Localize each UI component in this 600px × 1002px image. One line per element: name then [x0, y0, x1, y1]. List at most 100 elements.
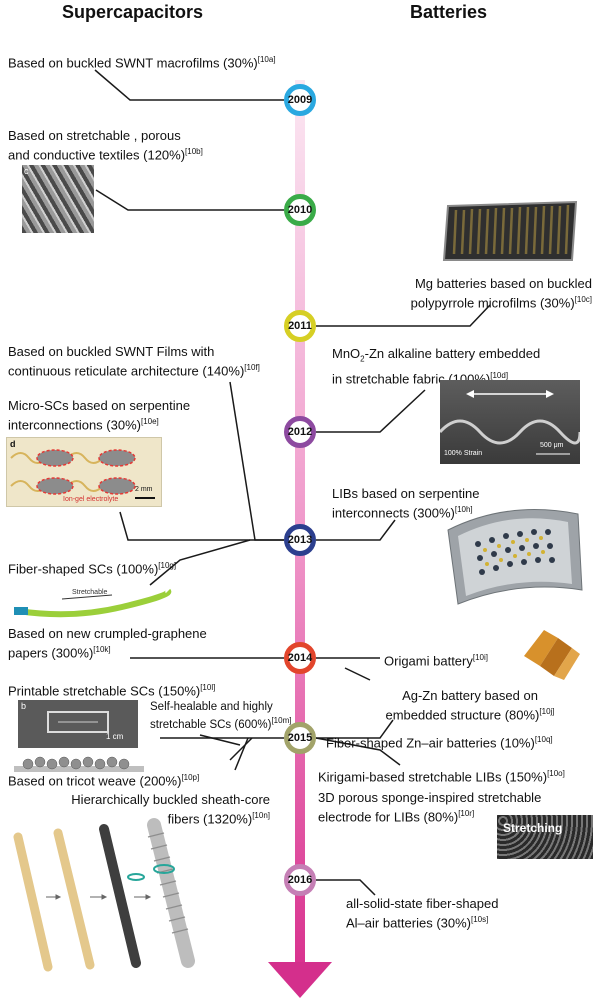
year-2011: 2011 — [284, 310, 316, 342]
entry-kirigami-libs: Kirigami-based stretchable LIBs (150%)[1… — [318, 766, 565, 785]
stretching-label: Stretching — [503, 821, 563, 835]
entry-fiber-shaped-scs: Fiber-shaped SCs (100%)[10g] — [8, 558, 176, 577]
entry-subscript: 2 — [360, 354, 365, 364]
micro-scs-image: d 2 mm Ion-gel electrolyte — [6, 437, 162, 507]
entry-ref: [10f] — [244, 363, 260, 372]
entry-ref: [10o] — [547, 769, 565, 778]
entry-hierarchically-buckled-fibers: Hierarchically buckled sheath-core fibers… — [71, 792, 270, 827]
timeline-axis — [295, 80, 305, 964]
year-2010: 2010 — [284, 194, 316, 226]
entry-text: fibers (1320%) — [167, 811, 253, 827]
entry-text: LIBs based on serpentine — [332, 486, 480, 501]
entry-ref: [10q] — [534, 735, 553, 744]
entry-buckled-swnt-macrofilms: Based on buckled SWNT macrofilms (30%)[1… — [8, 52, 276, 71]
batteries-header: Batteries — [410, 2, 488, 22]
connector-2009 — [94, 69, 284, 101]
panel-label: b — [21, 701, 27, 711]
entry-text: Al–air batteries (30%) — [346, 915, 471, 931]
entry-ref: [10e] — [140, 417, 159, 426]
year-2014: 2014 — [284, 642, 316, 674]
year-label: 2009 — [287, 94, 313, 106]
panel-label: c — [24, 166, 29, 176]
fiber-sc-image: Stretchable — [14, 588, 172, 618]
entry-ref: [10r] — [458, 809, 475, 818]
sheath-core-fibers-image — [13, 818, 195, 972]
entry-libs-serpentine: LIBs based on serpentine interconnects (3… — [332, 486, 479, 521]
sponge-image: Stretching — [497, 815, 593, 859]
entry-tricot-weave: Based on tricot weave (200%)[10p] — [8, 770, 199, 789]
entry-text: Kirigami-based stretchable LIBs (150%) — [318, 769, 548, 785]
connector-2014-right-b — [344, 667, 371, 681]
entry-micro-scs: Micro-SCs based on serpentine interconnec… — [8, 398, 190, 433]
scale-label: 1 cm — [106, 732, 124, 741]
entry-text: stretchable SCs (600%) — [150, 718, 272, 731]
entry-text: and conductive textiles (120%) — [8, 147, 186, 163]
connector-2012 — [316, 389, 426, 433]
connector-2015-b — [199, 734, 241, 746]
timeline-arrowhead — [268, 962, 332, 998]
entry-text: 3D porous sponge-inspired stretchable — [318, 790, 542, 805]
entry-text: continuous reticulate architecture (140%… — [8, 363, 245, 379]
entry-text: interconnects (300%) — [332, 505, 455, 521]
entry-text: Hierarchically buckled sheath-core — [71, 792, 270, 807]
entry-ref: [10i] — [472, 653, 488, 662]
entry-text: Based on new crumpled-graphene — [8, 626, 207, 641]
entry-text: Based on stretchable , porous — [8, 128, 181, 143]
serpentine-lib-image — [447, 509, 583, 605]
entry-ref: [10s] — [471, 915, 489, 924]
year-label: 2010 — [287, 204, 313, 216]
entry-ref: [10d] — [490, 370, 509, 380]
entry-text: Ag-Zn battery based on — [402, 688, 538, 703]
year-label: 2013 — [287, 534, 313, 546]
year-label: 2011 — [288, 320, 312, 332]
entry-origami-battery: Origami battery[10i] — [384, 650, 488, 669]
year-2016: 2016 — [284, 864, 316, 896]
entry-ref: [10l] — [200, 683, 216, 692]
entry-ref: [10b] — [185, 147, 203, 156]
entry-text: polypyrrole microfilms (30%) — [410, 295, 575, 311]
entry-ref: [10g] — [158, 561, 177, 570]
entry-text: embedded structure (80%) — [385, 707, 540, 723]
entry-text: Origami battery — [384, 653, 473, 669]
connector-2010 — [95, 189, 284, 211]
entry-ref: [10k] — [93, 645, 111, 654]
connector-2015-right-a — [316, 719, 394, 739]
entry-text: Micro-SCs based on serpentine — [8, 398, 191, 413]
connector-2015-c — [229, 737, 253, 761]
entry-text: Based on tricot weave (200%) — [8, 773, 182, 789]
entry-ag-zn-battery: Ag-Zn battery based on embedded structure… — [370, 688, 570, 723]
supercapacitors-header: Supercapacitors — [62, 2, 204, 22]
connector-2015-d — [234, 737, 249, 771]
year-label: 2014 — [287, 652, 313, 664]
entry-text: Fiber-shaped Zn–air batteries (10%) — [326, 735, 535, 751]
year-2012: 2012 — [284, 416, 316, 448]
entry-text: papers (300%) — [8, 645, 94, 661]
scale-label: 2 mm — [135, 486, 153, 493]
connector-2016 — [316, 879, 376, 896]
printable-sc-image: b 1 cm — [18, 700, 138, 748]
connector-2011 — [316, 304, 491, 327]
entry-text: Mg batteries based on buckled — [414, 276, 592, 291]
year-label: 2012 — [287, 426, 313, 438]
entry-ref: [10a] — [257, 55, 276, 64]
entry-fiber-zn-air: Fiber-shaped Zn–air batteries (10%)[10q] — [326, 732, 553, 751]
entry-ref: [10p] — [181, 773, 200, 782]
strain-label: 100% Strain — [444, 450, 483, 457]
mg-battery-image — [442, 200, 578, 261]
scale-label: 500 μm — [540, 442, 564, 449]
entry-ref: [10j] — [539, 707, 555, 716]
entry-text: interconnections (30%) — [8, 417, 141, 433]
entry-crumpled-graphene: Based on new crumpled-graphene papers (30… — [8, 626, 207, 661]
entry-text: Based on buckled SWNT macrofilms (30%) — [8, 55, 258, 71]
entry-text: Printable stretchable SCs (150%) — [8, 683, 201, 699]
year-2015: 2015 — [284, 722, 316, 754]
fiber-caption: Stretchable — [72, 589, 108, 596]
entry-text: all-solid-state fiber-shaped — [346, 896, 499, 911]
connector-2013-b — [119, 511, 284, 541]
entry-ref: [10c] — [574, 295, 592, 304]
